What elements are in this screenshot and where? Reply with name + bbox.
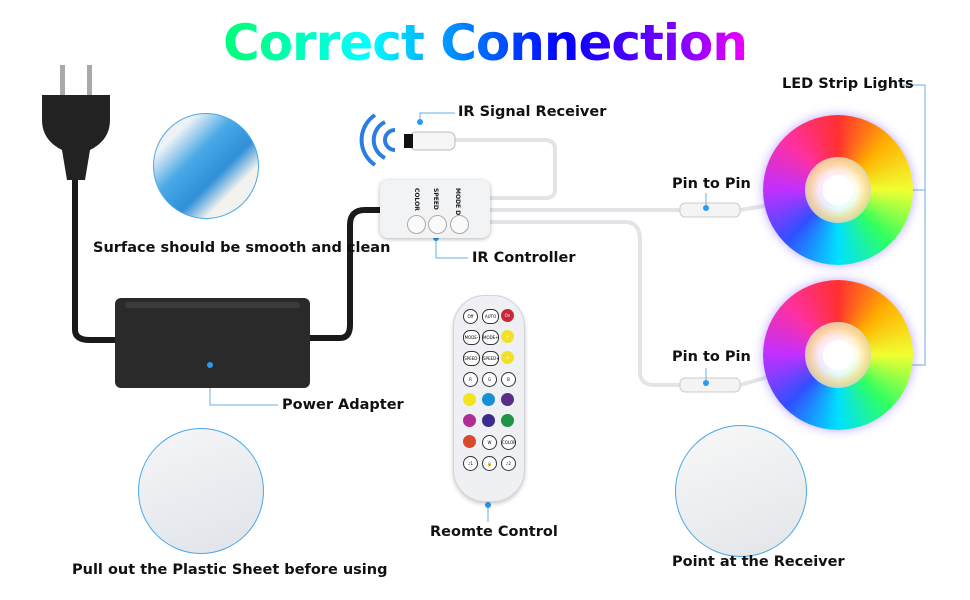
callout-dot bbox=[207, 362, 213, 368]
ir-receiver bbox=[409, 131, 456, 151]
callout-dot bbox=[485, 502, 491, 508]
remote-button[interactable]: COLOR bbox=[501, 435, 516, 450]
led-strip-reel-bottom bbox=[763, 280, 913, 430]
remote-button[interactable]: G bbox=[482, 372, 497, 387]
ir-receiver-label: IR Signal Receiver bbox=[458, 104, 607, 120]
pin-to-pin-label-bottom: Pin to Pin bbox=[672, 349, 751, 365]
remote-button[interactable]: AUTO bbox=[482, 309, 499, 324]
remote-button[interactable]: MODE+ bbox=[482, 330, 499, 345]
controller-label: COLOR bbox=[413, 188, 420, 211]
page-title: Correct Connection bbox=[0, 14, 970, 72]
plug-cable bbox=[72, 180, 118, 343]
remote-button[interactable]: ♪2 bbox=[501, 456, 516, 471]
led-strip-label: LED Strip Lights bbox=[782, 76, 914, 92]
remote-button[interactable]: ♪1 bbox=[463, 456, 478, 471]
remote-button[interactable]: MODE- bbox=[463, 330, 480, 345]
surface-label: Surface should be smooth and clean bbox=[93, 240, 391, 256]
remote-button[interactable] bbox=[463, 414, 476, 427]
led-strip-reel-top bbox=[763, 115, 913, 265]
remote-button[interactable]: 🔒 bbox=[482, 456, 497, 471]
remote-button[interactable]: ☀ bbox=[501, 330, 514, 343]
remote-button[interactable] bbox=[501, 414, 514, 427]
remote-button[interactable]: R bbox=[463, 372, 478, 387]
surface-tape-image bbox=[153, 113, 259, 219]
pin-connector-bottom bbox=[679, 377, 741, 393]
remote-button[interactable]: SPEED- bbox=[463, 351, 480, 366]
plastic-sheet-image bbox=[138, 428, 264, 554]
wire-bottom bbox=[488, 220, 680, 387]
power-adapter bbox=[115, 298, 310, 388]
remote-button[interactable]: Off bbox=[463, 309, 478, 324]
ir-wave-icon bbox=[359, 113, 396, 167]
callout-dot bbox=[703, 380, 709, 386]
controller-label: SPEED bbox=[432, 188, 439, 210]
callout-dot bbox=[703, 205, 709, 211]
adapter-cable bbox=[308, 207, 382, 341]
remote-button[interactable] bbox=[482, 414, 495, 427]
controller-label: MODE DEMO bbox=[454, 188, 461, 231]
remote-button[interactable] bbox=[463, 393, 476, 406]
callout-dot bbox=[417, 119, 423, 125]
remote-button[interactable]: B bbox=[501, 372, 516, 387]
eu-plug-icon bbox=[42, 65, 110, 180]
speed-button[interactable] bbox=[428, 215, 447, 234]
remote-button[interactable]: On bbox=[501, 309, 514, 322]
remote-label: Reomte Control bbox=[430, 524, 558, 540]
remote-button[interactable]: W bbox=[482, 435, 497, 450]
pin-to-pin-label-top: Pin to Pin bbox=[672, 176, 751, 192]
point-receiver-label: Point at the Receiver bbox=[672, 554, 845, 570]
pull-sheet-label: Pull out the Plastic Sheet before using bbox=[72, 562, 388, 578]
pin-connector-top bbox=[679, 202, 741, 218]
callout-dot bbox=[433, 235, 439, 241]
color-button[interactable] bbox=[407, 215, 426, 234]
point-receiver-image bbox=[675, 425, 807, 557]
ir-controller: COLOR SPEED MODE DEMO bbox=[380, 180, 490, 238]
remote-button[interactable] bbox=[482, 393, 495, 406]
receiver-wire bbox=[455, 138, 557, 200]
power-adapter-label: Power Adapter bbox=[282, 397, 404, 413]
remote-button[interactable] bbox=[501, 393, 514, 406]
ir-controller-label: IR Controller bbox=[472, 250, 576, 266]
remote-button[interactable]: ☀ bbox=[501, 351, 514, 364]
remote-button[interactable]: SPEED+ bbox=[482, 351, 499, 366]
remote-button[interactable] bbox=[463, 435, 476, 448]
mode-button[interactable] bbox=[450, 215, 469, 234]
